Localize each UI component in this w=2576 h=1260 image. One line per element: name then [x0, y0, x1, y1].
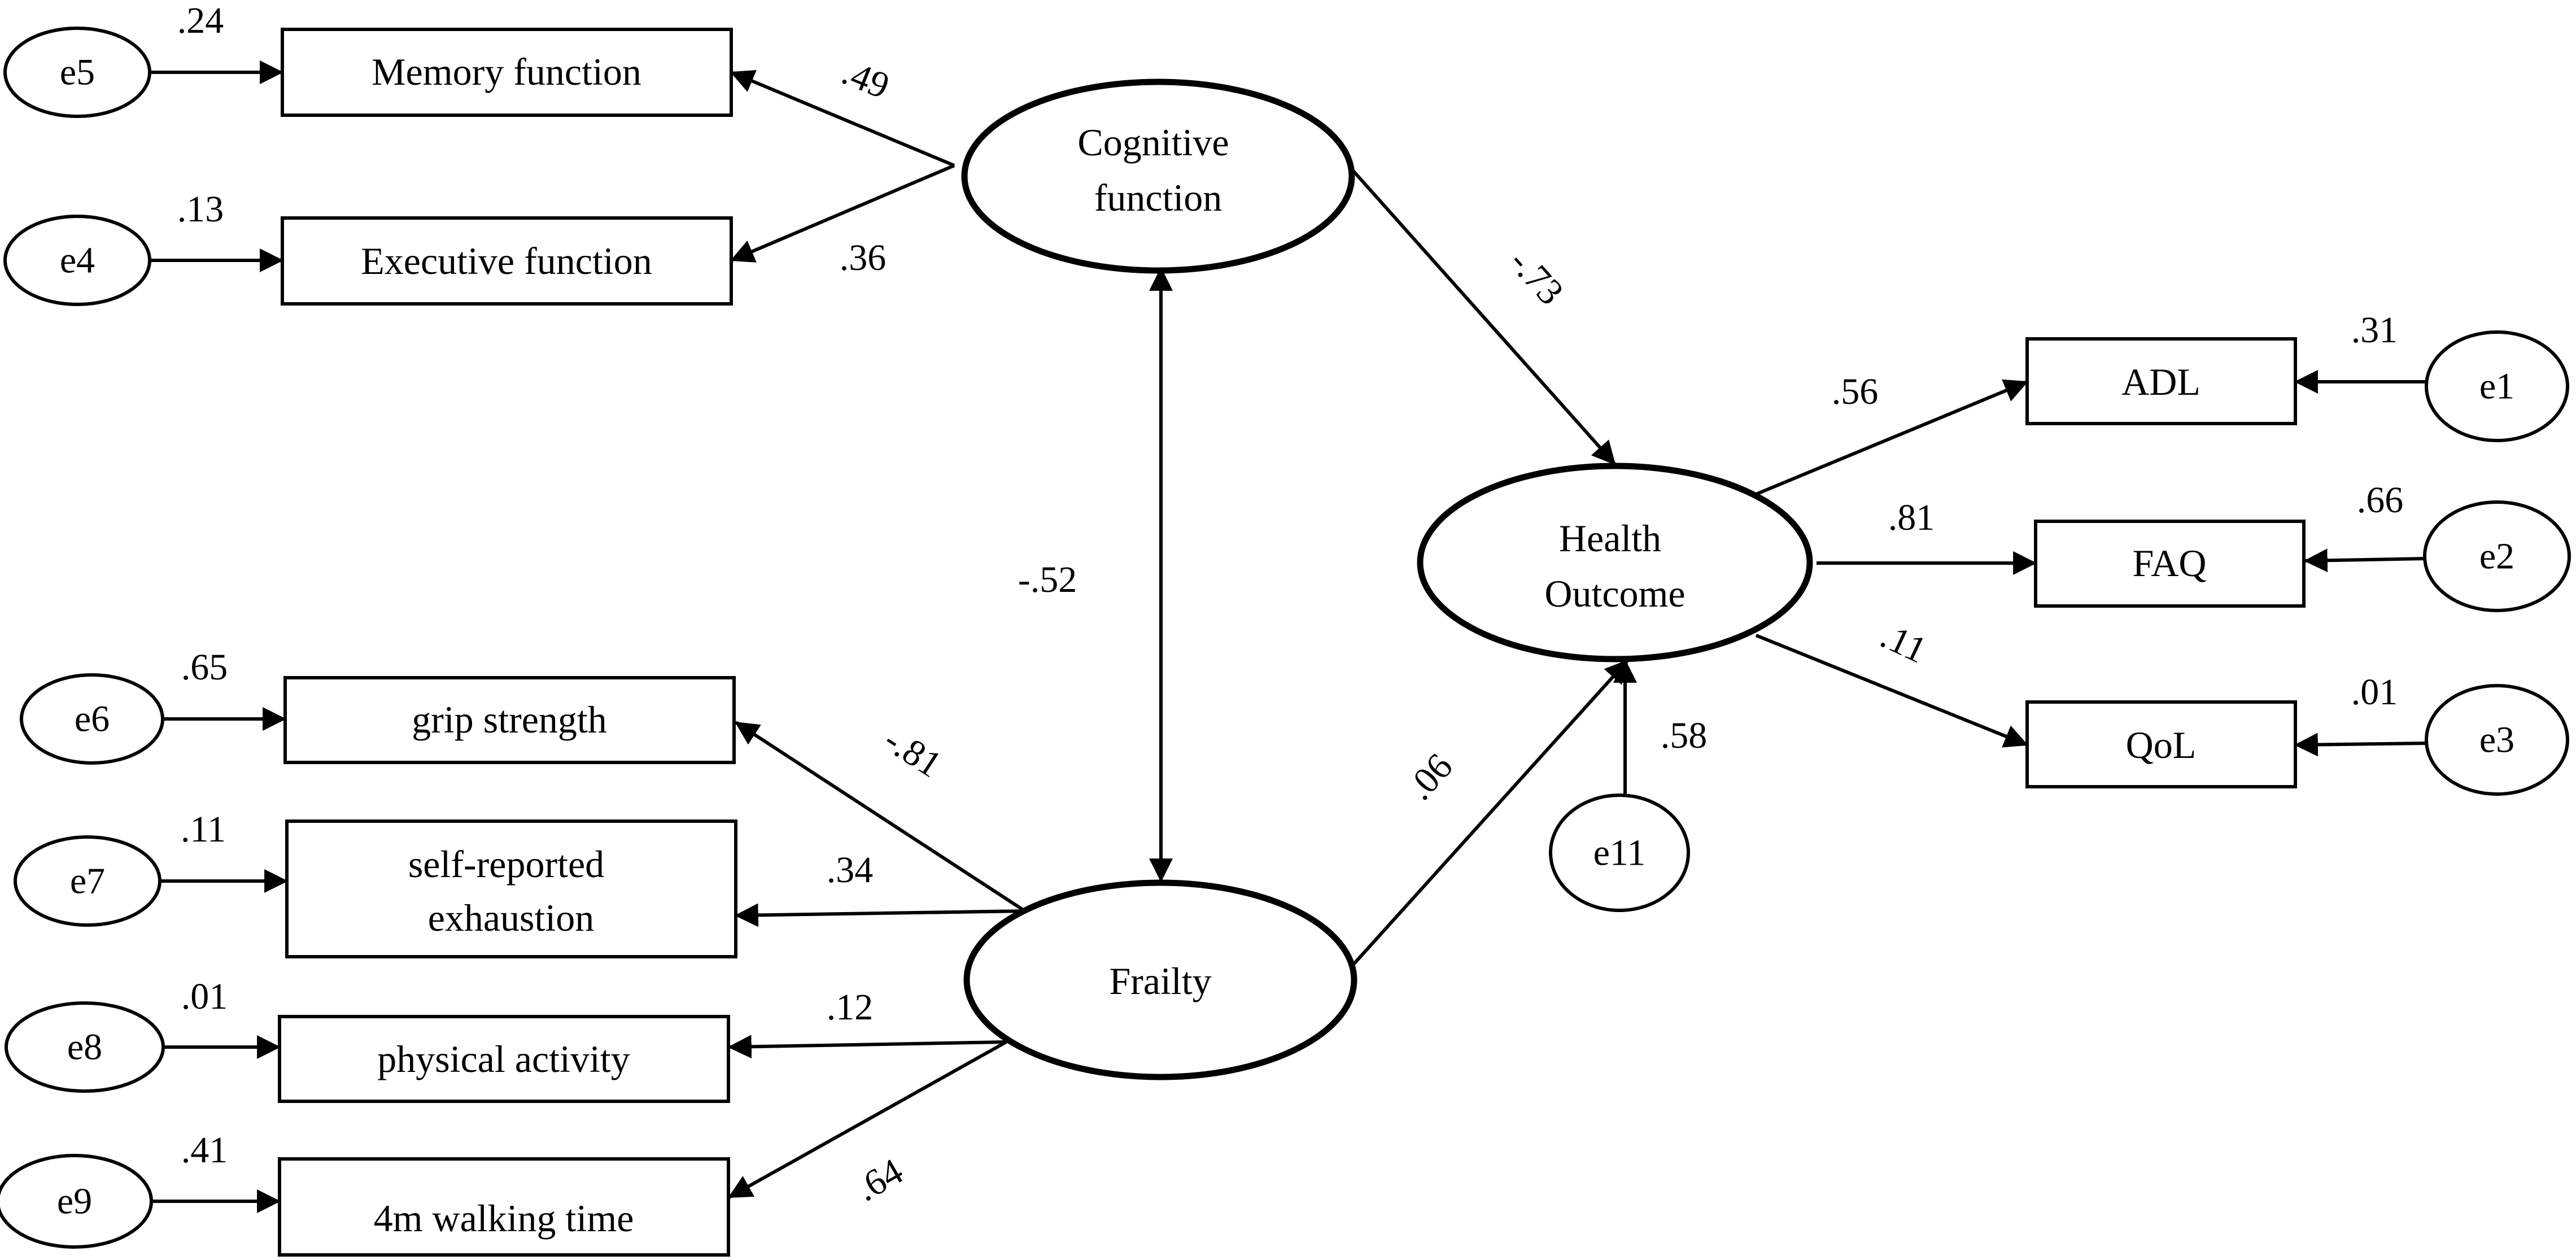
error-e4 — [3, 215, 151, 306]
coef-e4-executive: .13 — [177, 189, 224, 230]
error-e1 — [2425, 330, 2569, 442]
edge-frailty-physical — [727, 1035, 1007, 1059]
edge-health-qol — [1755, 634, 2028, 748]
indicator-exhaustion-label: self-reported exhaustion — [408, 843, 614, 939]
indicator-walking-box — [278, 1157, 730, 1257]
edge-frailty-health — [1349, 659, 1630, 969]
error-e1-label: e1 — [2479, 366, 2514, 407]
edge-frailty-walking — [728, 1040, 1007, 1199]
indicator-faq-label: FAQ — [2133, 542, 2207, 585]
coef-frailty-exhaustion: .34 — [827, 849, 874, 891]
error-e7 — [14, 835, 161, 927]
coef-cognitive-health: -.73 — [1501, 241, 1571, 312]
latent-cognitive-label: Cognitive function — [1077, 121, 1238, 219]
indicator-exhaustion-line-2: exhaustion — [428, 896, 595, 939]
indicator-executive-label: Executive function — [361, 239, 652, 282]
indicator-qol-label: QoL — [2126, 723, 2197, 766]
coef-frailty-grip: -.81 — [877, 719, 949, 786]
indicator-walking-label: 4m walking time — [374, 1197, 634, 1240]
edge-cognitive-health — [1347, 164, 1617, 465]
indicator-grip-line-1: grip strength — [412, 698, 607, 741]
latent-frailty-line-1: Frailty — [1109, 960, 1211, 1002]
indicator-grip-box — [283, 676, 736, 764]
coef-cognitive-memory: .49 — [836, 51, 895, 107]
coef-e6-grip: .65 — [181, 647, 228, 688]
coef-health-adl: .56 — [1832, 371, 1879, 412]
indicator-qol-box — [2025, 700, 2297, 788]
indicator-exhaustion-line-1: self-reported — [408, 843, 604, 886]
coef-e7-exhaustion: .11 — [181, 809, 226, 850]
error-e3 — [2425, 684, 2569, 796]
latent-cognitive-line-2: function — [1094, 176, 1222, 219]
error-e6 — [20, 673, 164, 765]
coef-e11-health: .58 — [1661, 715, 1708, 756]
coef-frailty-health: .06 — [1399, 746, 1460, 808]
error-e11 — [1549, 794, 1690, 912]
edge-cognitive-memory — [730, 70, 955, 167]
latent-cognitive — [961, 79, 1355, 274]
indicator-adl-line-1: ADL — [2121, 360, 2200, 403]
latent-frailty-label: Frailty — [1109, 960, 1211, 1002]
indicator-physical-box — [278, 1015, 730, 1103]
error-e3-label: e3 — [2479, 720, 2514, 761]
coef-frailty-physical: .12 — [827, 987, 874, 1028]
error-e9-label: e9 — [57, 1181, 92, 1222]
edge-frailty-exhaustion — [734, 903, 1025, 927]
error-e2 — [2423, 500, 2571, 612]
error-e5-label: e5 — [60, 52, 95, 93]
coef-e9-walking: .41 — [181, 1130, 228, 1171]
latent-frailty — [963, 879, 1357, 1080]
edge-frailty-grip — [735, 721, 1026, 913]
error-e11-label: e11 — [1593, 832, 1646, 874]
indicator-exhaustion-box — [285, 819, 737, 958]
indicator-memory-label: Memory function — [372, 50, 641, 93]
latent-health-label: Health Outcome — [1544, 517, 1685, 615]
error-e9 — [0, 1154, 153, 1249]
coef-e2-faq: .66 — [2357, 479, 2404, 521]
indicator-faq-box — [2034, 520, 2306, 608]
indicator-grip-label: grip strength — [412, 698, 607, 741]
indicator-memory-box — [281, 28, 733, 117]
indicator-faq-line-1: FAQ — [2133, 542, 2207, 585]
indicator-executive-line-1: Executive function — [361, 239, 652, 282]
latent-cognitive-line-1: Cognitive — [1077, 121, 1229, 164]
error-e5 — [3, 27, 151, 118]
error-e8-label: e8 — [67, 1027, 102, 1068]
coef-e3-qol: .01 — [2351, 672, 2398, 713]
indicator-adl-box — [2025, 337, 2297, 425]
coef-cognitive-frailty: -.52 — [1018, 559, 1077, 600]
coef-e1-adl: .31 — [2351, 309, 2398, 351]
indicator-executive-box — [281, 216, 733, 306]
latent-health-line-1: Health — [1559, 517, 1661, 560]
edge-health-adl — [1755, 379, 2028, 496]
edge-e2-faq — [2303, 548, 2427, 573]
latent-health — [1417, 463, 1813, 662]
error-e4-label: e4 — [60, 240, 95, 281]
coef-e5-memory: .24 — [177, 0, 224, 41]
error-e8 — [5, 1001, 165, 1093]
coef-health-faq: .81 — [1888, 497, 1935, 538]
indicator-walking-line-1: 4m walking time — [374, 1197, 634, 1240]
edge-e3-qol — [2294, 733, 2427, 757]
error-e2-label: e2 — [2479, 536, 2514, 577]
coef-health-qol: .11 — [1874, 615, 1932, 672]
error-e6-label: e6 — [75, 699, 110, 740]
latent-health-line-2: Outcome — [1544, 572, 1685, 615]
error-e7-label: e7 — [70, 861, 105, 902]
indicator-physical-line-1: physical activity — [377, 1037, 630, 1080]
indicator-adl-label: ADL — [2121, 360, 2200, 403]
indicator-qol-line-1: QoL — [2126, 723, 2197, 766]
indicator-physical-label: physical activity — [377, 1037, 630, 1080]
edge-cognitive-executive — [730, 164, 955, 263]
coef-frailty-walking: .64 — [849, 1150, 910, 1209]
coef-e8-physical: .01 — [181, 976, 228, 1017]
coef-cognitive-executive: .36 — [840, 237, 887, 278]
indicator-memory-line-1: Memory function — [372, 50, 641, 93]
